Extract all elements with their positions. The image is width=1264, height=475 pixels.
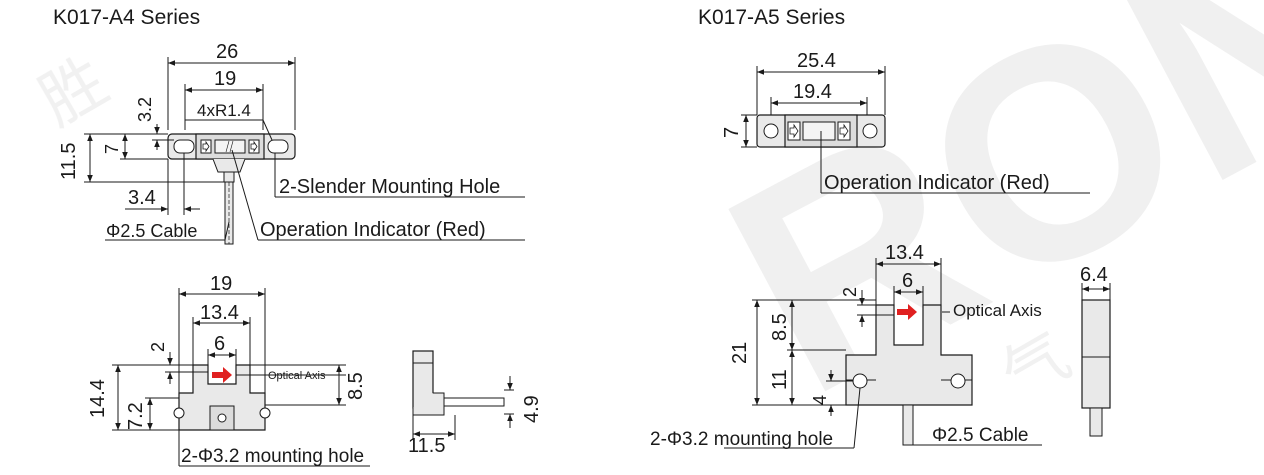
a4-top-dim-7: 7: [102, 144, 122, 154]
a4-top-view: [84, 57, 525, 245]
a4-front-dim-14-4: 14.4: [87, 379, 109, 418]
a5-front-mounting-hole-label: 2-Φ3.2 mounting hole: [650, 429, 833, 450]
a4-top-dim-3-2: 3.2: [135, 97, 155, 122]
a4-front-optical-axis-label: Optical Axis: [268, 370, 326, 382]
a5-front-dim-21: 21: [729, 342, 751, 364]
a4-top-dim-26: 26: [216, 41, 238, 63]
a5-top-dim-25-4: 25.4: [797, 50, 836, 72]
a5-optical-axis-arrow-icon: [897, 304, 917, 320]
a4-front-dim-19: 19: [210, 273, 232, 295]
a4-side-dim-11-5: 11.5: [408, 435, 445, 457]
a5-front-cable-label: Φ2.5 Cable: [932, 425, 1029, 446]
a4-front-dim-8-5: 8.5: [345, 372, 367, 400]
a4-front-dim-13-4: 13.4: [200, 302, 239, 324]
a5-front-dim-11: 11: [769, 369, 791, 390]
a5-front-dim-2: 2: [840, 287, 860, 297]
a4-top-dim-19: 19: [214, 68, 236, 90]
a4-top-dim-3-4: 3.4: [128, 187, 156, 209]
a4-front-dim-7-2: 7.2: [125, 402, 147, 430]
a4-front-dim-6: 6: [214, 333, 225, 355]
a5-front-dim-4: 4: [810, 395, 830, 405]
a4-top-slender-hole-label: 2-Slender Mounting Hole: [279, 176, 500, 198]
watermark-cjk-1: 胜: [28, 44, 120, 140]
a4-side-view: [412, 350, 514, 440]
a5-front-view: [724, 258, 1042, 449]
a5-series-title: K017-A5 Series: [698, 6, 845, 29]
a4-top-dim-radius: 4xR1.4: [197, 101, 251, 120]
a4-front-mounting-hole-label: 2-Φ3.2 mounting hole: [181, 446, 364, 467]
a4-top-dim-11-5: 11.5: [58, 143, 80, 180]
a5-top-indicator-label: Operation Indicator (Red): [824, 172, 1050, 194]
a4-series-title: K017-A4 Series: [53, 6, 200, 29]
a5-top-dim-19-4: 19.4: [793, 81, 832, 103]
a4-side-dim-4-9: 4.9: [521, 395, 543, 423]
a4-top-indicator-label: Operation Indicator (Red): [260, 219, 486, 241]
a4-optical-axis-arrow-icon: [212, 367, 232, 383]
a5-side-view: [1081, 283, 1111, 437]
a5-front-dim-13-4: 13.4: [885, 242, 924, 264]
a4-top-cable-label: Φ2.5 Cable: [106, 221, 197, 241]
a5-side-dim-6-4: 6.4: [1080, 264, 1108, 286]
a4-front-dim-2: 2: [148, 342, 168, 352]
a5-front-dim-8-5: 8.5: [769, 313, 791, 341]
a5-top-dim-7: 7: [721, 127, 743, 138]
a4-front-view: [112, 288, 370, 467]
a5-top-view: [741, 66, 1090, 194]
a5-front-optical-axis-label: Optical Axis: [953, 301, 1042, 320]
a5-front-dim-6: 6: [902, 270, 913, 292]
